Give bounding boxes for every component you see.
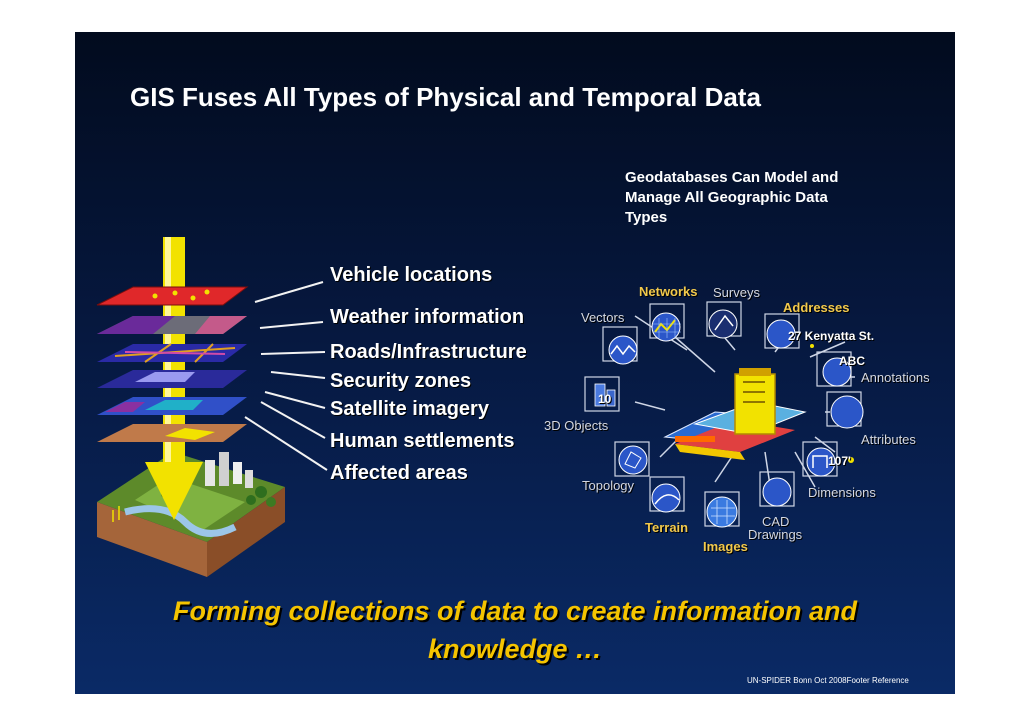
label-address-example: 27 Kenyatta St.: [788, 329, 875, 343]
tagline-line-2: knowledge …: [427, 634, 603, 664]
layer-label-vehicle: Vehicle locations: [330, 264, 493, 286]
layer-label-satellite: Satellite imagery: [330, 398, 489, 420]
label-dimension-value: 107': [828, 454, 851, 468]
label-topology: Topology: [582, 478, 635, 493]
layer-label-affected: Affected areas: [330, 462, 468, 484]
slide-title: GIS Fuses All Types of Physical and Temp…: [130, 82, 761, 112]
label-annotations: Annotations: [861, 370, 930, 385]
geodatabase-caption-line: Geodatabases Can Model and: [625, 169, 839, 186]
geodatabase-icon: [584, 301, 864, 528]
label-drawings: Drawings: [748, 527, 803, 542]
label-images: Images: [703, 539, 748, 554]
tagline: Forming collections of data to create in…: [75, 592, 955, 668]
label-cad: CAD: [762, 514, 790, 529]
layer-label-roads: Roads/Infrastructure: [330, 341, 527, 363]
label-addresses: Addresses: [783, 300, 850, 315]
label-3d-objects: 3D Objects: [544, 418, 609, 433]
geodatabase-caption: Geodatabases Can Model and Manage All Ge…: [625, 168, 905, 228]
label-3d-value: 10: [598, 392, 612, 406]
label-networks: Networks: [639, 284, 698, 299]
geodatabase-caption-line: Manage All Geographic Data: [625, 189, 828, 206]
geodatabase-caption-line: Types: [625, 209, 668, 226]
label-surveys: Surveys: [713, 285, 760, 300]
label-attributes: Attributes: [861, 432, 916, 447]
label-terrain: Terrain: [645, 520, 689, 535]
layer-stack-icon: [96, 237, 328, 577]
label-dimensions: Dimensions: [808, 485, 876, 500]
terrain-block-icon: [97, 452, 285, 577]
layer-label-security: Security zones: [330, 370, 472, 392]
slide: GIS Fuses All Types of Physical and Temp…: [75, 32, 955, 694]
layer-label-weather: Weather information: [330, 306, 525, 328]
label-abc: ABC: [839, 354, 865, 368]
tagline-line-1: Forming collections of data to create in…: [172, 596, 858, 626]
label-vectors: Vectors: [581, 310, 625, 325]
footer-reference: UN-SPIDER Bonn Oct 2008Footer Reference: [747, 676, 909, 685]
layer-label-settlements: Human settlements: [330, 430, 515, 452]
